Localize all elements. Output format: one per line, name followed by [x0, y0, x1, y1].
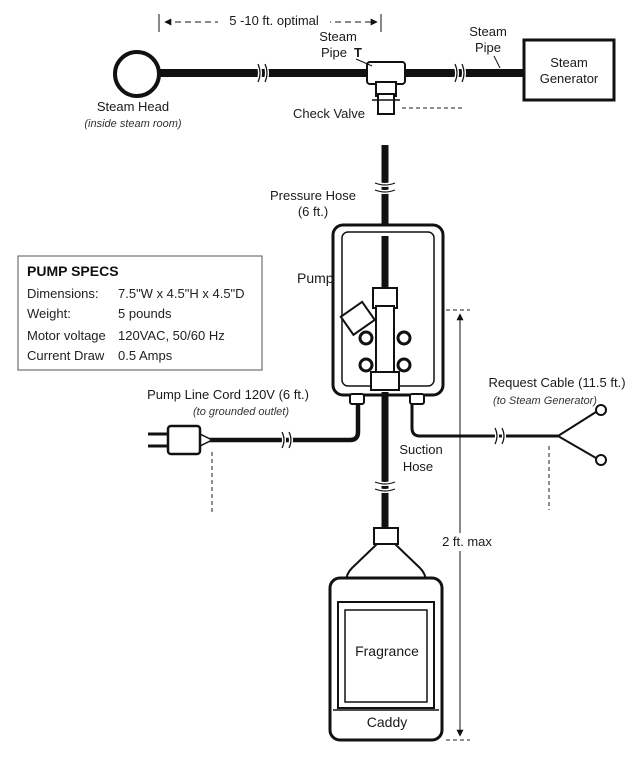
pipe-break-right: [453, 63, 466, 83]
pressure-hose: [374, 145, 396, 236]
pump-label: Pump: [297, 270, 334, 286]
request-cable-note: (to Steam Generator): [493, 395, 597, 407]
pump-line-cord-note: (to grounded outlet): [193, 406, 289, 418]
suction-hose-label-2: Hose: [403, 459, 433, 474]
steam-pipe-t-mark: T: [354, 45, 362, 60]
terminal-bottom: [595, 454, 607, 466]
distance-optimal-label: 5 -10 ft. optimal: [229, 13, 319, 28]
steam-pipe-assembly: [113, 12, 616, 115]
pump-line-cord: [148, 404, 361, 512]
fragrance-label: Fragrance: [355, 643, 419, 659]
steam-head-note: (inside steam room): [84, 118, 182, 130]
steam-head: [113, 50, 161, 98]
spec-value-motor-voltage: 120VAC, 50/60 Hz: [118, 328, 225, 343]
steam-pipe-t-label-1: Steam: [319, 29, 357, 44]
pressure-hose-label-1: Pressure Hose: [270, 188, 356, 203]
steam-generator-label-2: Generator: [540, 71, 599, 86]
steam-head-label: Steam Head: [97, 99, 169, 114]
pipe-break-left: [256, 63, 269, 83]
steam-generator-box: [522, 38, 616, 102]
spec-value-current-draw: 0.5 Amps: [118, 348, 173, 363]
fragrance-caddy: [328, 527, 444, 742]
spec-label-dimensions: Dimensions:: [27, 286, 99, 301]
spec-label-current-draw: Current Draw: [27, 348, 105, 363]
request-cable-label: Request Cable (11.5 ft.): [488, 375, 625, 390]
pressure-hose-label-2: (6 ft.): [298, 204, 328, 219]
steam-pipe-t-fitting: [366, 61, 406, 85]
suction-hose: [374, 392, 396, 530]
pump-unit: [331, 223, 445, 405]
two-ft-max-label: 2 ft. max: [442, 534, 492, 549]
spec-value-dimensions: 7.5"W x 4.5"H x 4.5"D: [118, 286, 245, 301]
request-cable: [410, 404, 607, 510]
check-valve-label: Check Valve: [293, 106, 365, 121]
specs-title: PUMP SPECS: [27, 263, 119, 279]
caddy-label: Caddy: [367, 714, 407, 730]
plug-icon: [148, 424, 214, 456]
steam-pipe-label-2: Pipe: [475, 40, 501, 55]
spec-value-weight: 5 pounds: [118, 306, 172, 321]
terminal-top: [595, 404, 607, 416]
pump-line-cord-label: Pump Line Cord 120V (6 ft.): [147, 387, 309, 402]
steam-generator-label-1: Steam: [550, 55, 588, 70]
diagram-labels: 5 -10 ft. optimal Steam Pipe T Steam Pip…: [84, 13, 625, 730]
pump-specs-panel: PUMP SPECS Dimensions: 7.5"W x 4.5"H x 4…: [17, 255, 263, 371]
height-dimension: [440, 309, 502, 741]
spec-label-weight: Weight:: [27, 306, 71, 321]
fragrance-label-box: [344, 609, 428, 703]
spec-label-motor-voltage: Motor voltage: [27, 328, 106, 343]
check-valve: [377, 93, 395, 115]
suction-hose-label-1: Suction: [399, 442, 442, 457]
steam-pipe-t-label-2: Pipe: [321, 45, 347, 60]
steam-pipe-label-1: Steam: [469, 24, 507, 39]
